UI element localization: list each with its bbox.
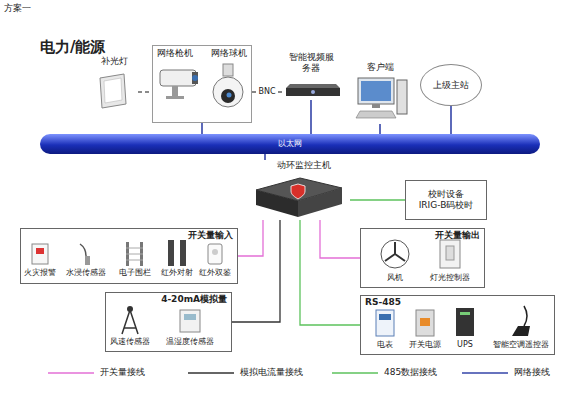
node-text: IRIG-B码校时 [419,200,474,211]
light-controller-icon [440,240,460,268]
legend-text: 网络接线 [514,366,550,379]
device-label: 火灾报警 [24,268,56,278]
legend-sample [332,368,378,378]
device-label: UPS [457,340,473,350]
connector [310,100,312,134]
ups-icon [456,308,474,336]
connector [264,154,266,160]
node-text: 网络球机 [211,48,247,59]
meter-icon [376,310,394,336]
device-label: 红外对射 [161,268,193,278]
legend-sample [462,368,508,378]
gun-camera-icon [160,70,198,99]
device-label: 电表 [377,340,393,350]
device-label: 红外双鉴 [199,268,231,278]
legend-text: 开关量接线 [100,366,145,379]
water-sensor-icon [80,244,90,265]
node-text: 网络枪机 [157,48,193,59]
fill-light: 补光灯 [90,56,138,112]
legend-text: 模拟电流量接线 [240,366,303,379]
device-label: 温湿度传感器 [166,337,214,347]
device-label: 水浸传感器 [66,268,106,278]
video-server: 智能视频服务器 [282,52,340,100]
network-bus: 以太网 [40,134,540,154]
wind-speed-sensor-icon [122,306,138,334]
node-text: 校时设备 [428,189,464,200]
connector [300,220,360,325]
device-label: 开关电源 [409,340,441,350]
device-label: 风机 [387,273,403,283]
node-text: 以太网 [278,139,302,149]
legend-line [332,372,378,374]
diagram-title: 电力/能源 [40,38,105,57]
power-supply-icon [416,310,434,336]
video-server-icon [286,84,340,96]
connector [350,199,405,200]
client: 客户端 [350,62,410,124]
connector [238,220,263,256]
connector [320,220,360,258]
edge-label: BNC [256,87,277,97]
device-label: 电子围栏 [119,268,151,278]
camera-group-box: 网络枪机 网络球机 [152,45,252,123]
legend-line [188,372,234,374]
upper-station-circle: 上级主站 [420,64,482,106]
dual-tech-detector-icon [208,244,222,264]
node-text: 客户端 [350,62,410,73]
electric-fence-icon [126,242,143,266]
monitoring-host: 动环监控主机 [245,160,350,220]
legend-sample [188,368,234,378]
legend-entry: 开关量接线 [48,366,145,379]
ac-controller-icon [512,306,530,336]
legend-line [48,372,94,374]
connector [379,124,381,134]
connector [450,106,452,134]
device-label: 智能空调遥控器 [493,340,549,350]
legend-text: 485数据接线 [384,366,437,379]
device-label: 风速传感器 [110,337,150,347]
time-sync-box: 校时设备IRIG-B码校时 [405,180,487,220]
node-text: 动环监控主机 [277,160,350,171]
connector [138,91,152,92]
legend-entry: 网络接线 [462,366,550,379]
legend-entry: 模拟电流量接线 [188,366,303,379]
connector [232,220,280,322]
legend-entry: 485数据接线 [332,366,437,379]
legend-sample [48,368,94,378]
fan-icon [381,240,409,268]
dome-camera-icon [213,64,243,107]
fire-alarm-icon [32,244,48,264]
client-computer-icon [356,78,407,118]
scheme-label: 方案一 [4,3,31,14]
infrared-beam-icon [168,240,186,266]
node-text: 上级主站 [433,80,469,91]
fill-light-icon [100,74,126,108]
monitoring-host-icon [256,178,342,217]
connector [201,123,203,134]
device-label: 灯光控制器 [430,273,470,283]
node-text: 补光灯 [90,56,138,67]
node-text: 智能视频服务器 [287,52,335,74]
legend-line [462,372,508,374]
temp-humidity-sensor-icon [180,310,200,332]
